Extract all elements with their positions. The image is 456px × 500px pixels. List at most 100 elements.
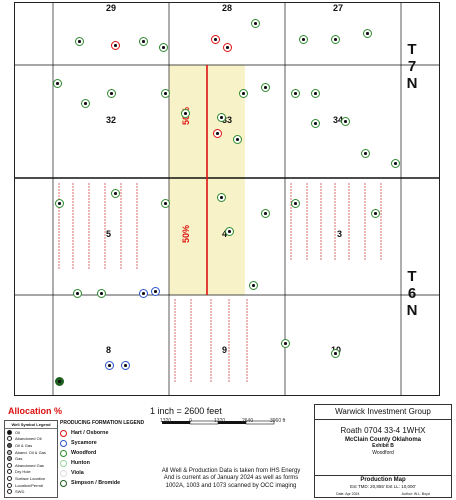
scale-tick-2640: 2640 xyxy=(242,418,254,424)
formation-legend-title: PRODUCING FORMATION LEGEND xyxy=(60,420,145,426)
section-label-34: 34 xyxy=(333,115,344,125)
scale-tick-0: 0 xyxy=(189,418,192,424)
formation-color-icon xyxy=(60,449,67,457)
well-symbol[interactable] xyxy=(105,361,114,370)
well-symbol[interactable] xyxy=(391,159,400,168)
well-type-icon xyxy=(7,489,12,495)
well-symbol[interactable] xyxy=(217,193,226,202)
well-symbol[interactable] xyxy=(107,89,116,98)
formation-row: Hart / Osborne xyxy=(60,428,148,438)
legend-symbol-row: Aband. Oil & Gas xyxy=(5,449,57,456)
allocation-label-south: 50% xyxy=(181,224,191,243)
well-symbol[interactable] xyxy=(311,119,320,128)
formation-row: Woodford xyxy=(60,448,148,458)
well-symbol[interactable] xyxy=(73,289,82,298)
scale-tick-3960: 3960 ft xyxy=(270,418,286,424)
formation-label: Woodford xyxy=(71,450,97,456)
well-type-icon xyxy=(7,462,12,468)
well-symbol[interactable] xyxy=(291,199,300,208)
map-date: Date: Apr 2024 xyxy=(336,492,360,496)
well-type-icon xyxy=(7,442,12,448)
well-symbol[interactable] xyxy=(161,89,170,98)
well-symbol[interactable] xyxy=(55,199,64,208)
township-label-north: T 7 N xyxy=(406,41,418,92)
legend-symbol-row: SWD xyxy=(5,488,57,495)
well-symbol[interactable] xyxy=(223,43,232,52)
legend-symbol-row: Location/Permit xyxy=(5,482,57,489)
well-symbol[interactable] xyxy=(53,79,62,88)
well-symbol[interactable] xyxy=(217,113,226,122)
well-symbol[interactable] xyxy=(291,89,300,98)
formation-label: Sycamore xyxy=(71,440,97,446)
exhibit: Exhibit B xyxy=(372,443,394,449)
well-symbol[interactable] xyxy=(233,135,242,144)
legend-symbol-label: Location/Permit xyxy=(15,482,43,488)
legend-symbol-row: Oil xyxy=(5,429,57,436)
well-symbol[interactable] xyxy=(251,19,260,28)
well-symbol-legend-title: Well Symbol Legend xyxy=(5,421,57,429)
well-symbol[interactable] xyxy=(363,29,372,38)
production-map[interactable]: 29 28 27 32 33 34 5 4 3 8 9 10 T 7 N T 6… xyxy=(14,2,440,396)
formation-label: Viola xyxy=(71,470,84,476)
section-label-32: 32 xyxy=(106,115,117,125)
well-symbol[interactable] xyxy=(139,37,148,46)
well-symbol[interactable] xyxy=(299,35,308,44)
well-symbol[interactable] xyxy=(311,89,320,98)
well-symbol[interactable] xyxy=(75,37,84,46)
well-symbol[interactable] xyxy=(261,83,270,92)
well-symbol[interactable] xyxy=(361,149,370,158)
well-type-icon xyxy=(7,469,12,475)
section-grid xyxy=(15,3,439,395)
legend-symbol-label: Abandoned Oil xyxy=(15,436,42,442)
well-symbol[interactable] xyxy=(239,89,248,98)
section-label-27: 27 xyxy=(333,3,344,13)
well-type-icon xyxy=(7,475,12,481)
well-symbol[interactable] xyxy=(159,43,168,52)
well-symbol[interactable] xyxy=(281,339,290,348)
well-symbol[interactable] xyxy=(81,99,90,108)
well-symbol[interactable] xyxy=(261,209,270,218)
well-symbol[interactable] xyxy=(161,199,170,208)
well-symbol[interactable] xyxy=(213,129,222,138)
well-symbol[interactable] xyxy=(211,35,220,44)
legend-symbol-row: Abandoned Oil xyxy=(5,436,57,443)
formation-row: Hunton xyxy=(60,458,148,468)
legend-symbol-label: Oil xyxy=(15,429,20,435)
formation-color-icon xyxy=(60,439,67,447)
section-label-3: 3 xyxy=(337,229,343,239)
well-type-icon xyxy=(7,436,12,442)
legend-symbol-label: Oil & Gas xyxy=(15,442,33,448)
formation-row: Simpson / Bromide xyxy=(60,478,148,488)
well-symbol[interactable] xyxy=(111,41,120,50)
well-symbol[interactable] xyxy=(121,361,130,370)
well-symbol[interactable] xyxy=(139,289,148,298)
legend-symbol-label: Aband. Oil & Gas xyxy=(15,449,46,455)
estimate: Est TMD: 20,855' Est LL: 10,000' xyxy=(350,484,416,489)
formation: Woodford xyxy=(372,450,394,456)
well-symbol[interactable] xyxy=(331,349,340,358)
well-symbol[interactable] xyxy=(331,35,340,44)
formation-color-icon xyxy=(60,459,67,467)
formation-color-icon xyxy=(60,479,67,487)
well-symbol[interactable] xyxy=(181,109,190,118)
section-label-9: 9 xyxy=(222,345,228,355)
section-label-29: 29 xyxy=(106,3,117,13)
well-symbol[interactable] xyxy=(249,281,258,290)
well-symbol[interactable] xyxy=(151,287,160,296)
data-source-notes: All Well & Production Data is taken from… xyxy=(150,468,312,490)
map-title: Production Map xyxy=(315,475,451,483)
well-symbol[interactable] xyxy=(341,117,350,126)
formation-color-icon xyxy=(60,469,67,477)
formation-label: Hart / Osborne xyxy=(71,430,109,436)
well-symbol[interactable] xyxy=(55,377,64,386)
title-block: Warwick Investment Group Roath 0704 33-4… xyxy=(314,404,452,498)
map-author: Author: W.L. Boyd xyxy=(401,492,430,496)
well-symbol[interactable] xyxy=(225,227,234,236)
well-symbol[interactable] xyxy=(371,209,380,218)
well-symbol[interactable] xyxy=(97,289,106,298)
formation-row: Sycamore xyxy=(60,438,148,448)
well-symbol[interactable] xyxy=(111,189,120,198)
formation-legend: PRODUCING FORMATION LEGEND Hart / Osborn… xyxy=(60,420,148,488)
